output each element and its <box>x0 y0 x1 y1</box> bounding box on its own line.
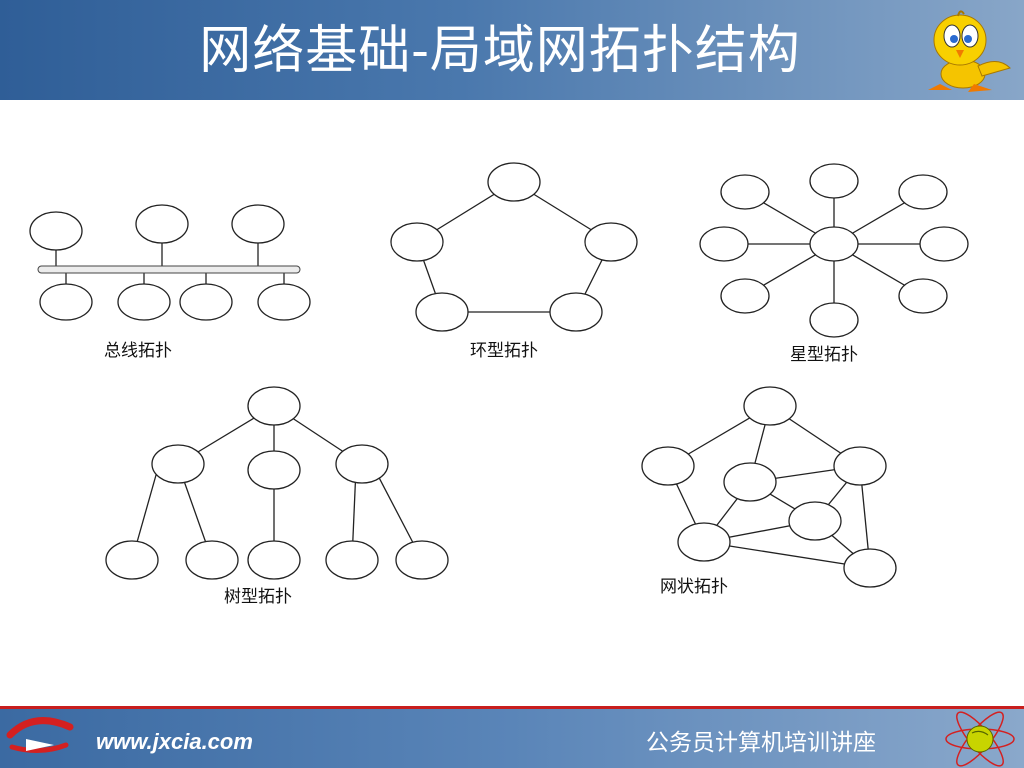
star-node <box>720 174 770 210</box>
bus-cable <box>37 265 301 274</box>
star-node <box>720 278 770 314</box>
tree-node <box>325 540 379 580</box>
star-node <box>919 226 969 262</box>
bus-node <box>117 283 171 321</box>
bus-node <box>179 283 233 321</box>
star-hub <box>809 226 859 262</box>
ring-node <box>415 292 469 332</box>
tree-node <box>105 540 159 580</box>
mesh-node <box>843 548 897 588</box>
mesh-topology <box>641 386 897 588</box>
tree-label: 树型拓扑 <box>224 587 292 607</box>
mesh-node <box>743 386 797 426</box>
star-node <box>809 163 859 199</box>
footer-website-link[interactable]: www.jxcia.com <box>96 729 253 754</box>
bus-node <box>257 283 311 321</box>
ring-topology <box>390 162 638 332</box>
star-node <box>809 302 859 338</box>
mesh-node <box>788 501 842 541</box>
star-node <box>699 226 749 262</box>
tree-node <box>151 444 205 484</box>
mesh-label: 网状拓扑 <box>660 577 728 597</box>
tree-node <box>185 540 239 580</box>
bus-label: 总线拓扑 <box>104 341 172 361</box>
mesh-node <box>723 462 777 502</box>
footer-bar: www.jxcia.com 公务员计算机培训讲座 <box>0 709 1024 768</box>
star-node <box>898 174 948 210</box>
header-bar: 网络基础-局域网拓扑结构 <box>0 0 1024 100</box>
bus-node <box>29 211 83 251</box>
bus-topology <box>29 204 311 321</box>
topology-diagram: 总线拓扑 环型拓扑 星型拓扑 树型拓扑 网状拓扑 <box>29 162 969 607</box>
page-title: 网络基础-局域网拓扑结构 <box>199 21 801 81</box>
ring-label: 环型拓扑 <box>470 341 538 361</box>
mesh-node <box>677 522 731 562</box>
swoosh-logo-icon <box>6 717 74 753</box>
tree-node <box>247 386 301 426</box>
bus-node <box>135 204 189 244</box>
footer-accent-line <box>0 706 1024 709</box>
bus-node <box>39 283 93 321</box>
ring-node <box>487 162 541 202</box>
footer-course-title: 公务员计算机培训讲座 <box>646 730 876 756</box>
star-topology <box>699 163 969 338</box>
bird-mascot-icon <box>928 10 1011 92</box>
ring-node <box>584 222 638 262</box>
tree-node <box>247 450 301 490</box>
atom-icon <box>945 711 1015 767</box>
star-node <box>898 278 948 314</box>
bus-node <box>231 204 285 244</box>
ring-node <box>390 222 444 262</box>
tree-node <box>335 444 389 484</box>
ring-node <box>549 292 603 332</box>
tree-node <box>395 540 449 580</box>
star-label: 星型拓扑 <box>790 345 858 365</box>
tree-node <box>247 540 301 580</box>
mesh-node <box>641 446 695 486</box>
mesh-node <box>833 446 887 486</box>
tree-topology <box>105 386 449 580</box>
